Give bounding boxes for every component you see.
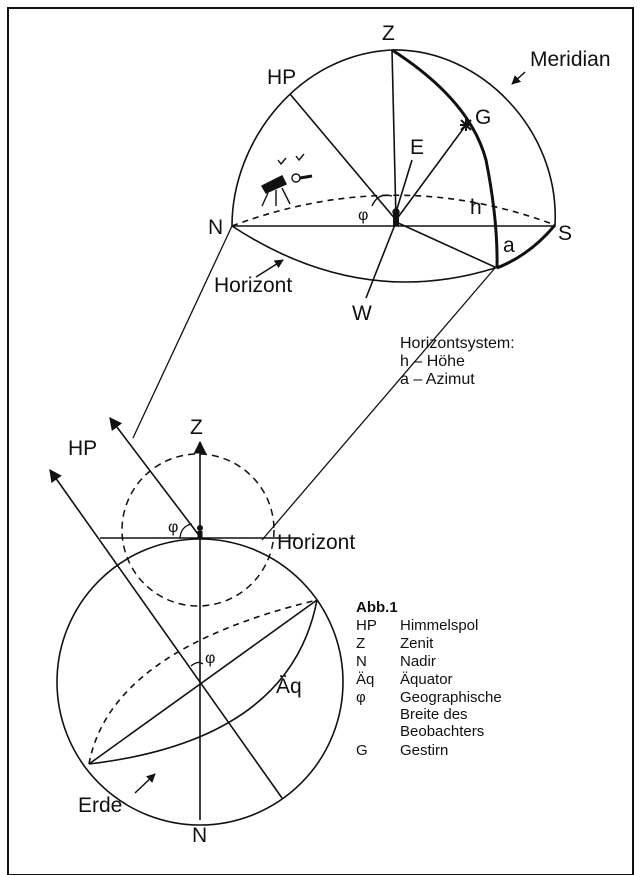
figure-border — [7, 7, 634, 875]
legend-text: Gestirn — [400, 742, 448, 759]
line-to-azimuth — [395, 221, 498, 269]
label-zenith-bottom: Z — [190, 416, 203, 439]
horizon-system-a: a – Azimut — [400, 371, 475, 388]
legend-key: φ — [356, 689, 366, 706]
legend: Abb.1 HP Himmelspol Z Zenit N Nadir Äq Ä… — [356, 599, 502, 759]
label-west: W — [352, 302, 372, 325]
telescope-sketch — [261, 153, 313, 207]
label-north-top: N — [208, 216, 223, 239]
line-to-hp — [289, 93, 397, 221]
label-horizon-bottom: Horizont — [277, 531, 355, 554]
legend-text: Himmelspol — [400, 617, 478, 634]
label-pole-top: HP — [267, 66, 296, 89]
legend-key: N — [356, 653, 367, 670]
label-star: G — [475, 106, 491, 129]
label-equator: Äq — [276, 675, 302, 698]
horizon-back — [231, 194, 556, 227]
equator-front — [88, 599, 318, 765]
label-azimuth: a — [503, 234, 515, 257]
legend-text: Beobachters — [400, 723, 484, 740]
legend-text: Geographische — [400, 689, 502, 706]
line-to-zenith — [391, 49, 397, 221]
equator-diameter — [88, 599, 318, 765]
label-latitude-center: φ — [205, 650, 215, 667]
latitude-arc-observer — [179, 523, 193, 539]
legend-title: Abb.1 — [356, 599, 398, 616]
connector-right — [261, 267, 496, 541]
line-to-east — [395, 159, 413, 213]
azimuth-arc — [496, 224, 557, 270]
label-latitude-observer: φ — [168, 519, 178, 536]
horizon-pointer — [255, 259, 284, 278]
legend-key: HP — [356, 617, 377, 634]
observer-figure — [392, 208, 400, 226]
label-east: E — [410, 136, 424, 159]
legend-text: Breite des — [400, 706, 468, 723]
label-nadir-bottom: N — [192, 824, 207, 847]
horizon-system-h: h – Höhe — [400, 353, 465, 370]
label-height: h — [470, 196, 482, 219]
earth-pointer — [134, 773, 156, 794]
equator-back — [88, 599, 318, 765]
legend-text: Zenit — [400, 635, 434, 652]
latitude-arc-center — [190, 661, 204, 667]
legend-key: G — [356, 742, 368, 759]
legend-key: Z — [356, 635, 365, 652]
observer-sky-sphere — [121, 453, 275, 607]
star-vertical-arc — [391, 48, 499, 269]
connector-left — [132, 225, 233, 439]
meridian-pointer — [511, 71, 526, 85]
label-pole-bottom: HP — [68, 437, 97, 460]
line-to-star — [395, 124, 467, 221]
line-to-west — [365, 221, 397, 299]
latitude-angle-mark — [371, 194, 393, 207]
label-zenith-top: Z — [382, 22, 395, 45]
observer-pole-line — [109, 416, 199, 535]
star-marker — [460, 119, 472, 131]
legend-text: Äquator — [400, 671, 453, 688]
observer-on-earth — [197, 525, 203, 539]
label-meridian: Meridian — [530, 48, 611, 71]
earth-axis — [49, 468, 283, 799]
earth-globe — [49, 416, 344, 826]
label-latitude-top: φ — [358, 207, 368, 224]
label-earth: Erde — [78, 794, 122, 817]
legend-key: Äq — [356, 671, 374, 688]
celestial-hemisphere — [231, 48, 557, 299]
label-south: S — [558, 222, 572, 245]
legend-text: Nadir — [400, 653, 436, 670]
label-horizon-top: Horizont — [214, 274, 292, 297]
horizon-system-title: Horizontsystem: — [400, 335, 515, 352]
